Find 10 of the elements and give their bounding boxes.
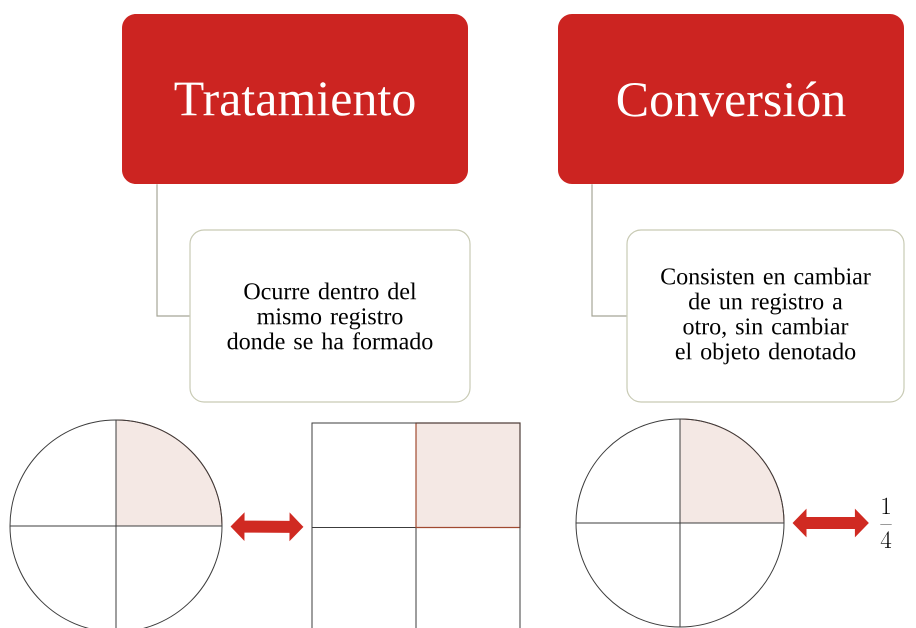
quartered-square-drawing xyxy=(312,422,521,628)
fraction: $\frac{1}{4}$ xyxy=(880,498,892,548)
description-box: Consisten en cambiar de un registro a otro, sin cambiar el objeto denotado xyxy=(626,229,905,403)
connector-line xyxy=(156,184,190,317)
connector-line xyxy=(591,184,626,317)
description-box: Ocurre dentro del mismo registro donde se ha formado xyxy=(189,229,471,403)
title-box: Conversión xyxy=(558,14,904,184)
quartered-circle-drawing xyxy=(576,418,784,628)
quartered-circle-drawing xyxy=(10,419,222,628)
title-box: Tratamiento xyxy=(122,14,468,184)
